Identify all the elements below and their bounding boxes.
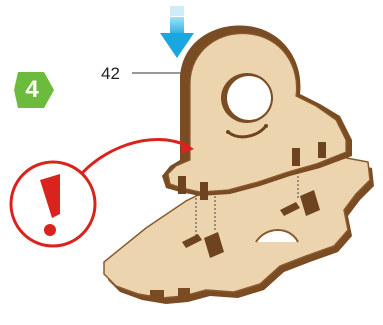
exclamation-warning-icon: [11, 162, 95, 246]
step-number: 4: [14, 71, 50, 109]
part-number-label: 42: [101, 64, 120, 84]
